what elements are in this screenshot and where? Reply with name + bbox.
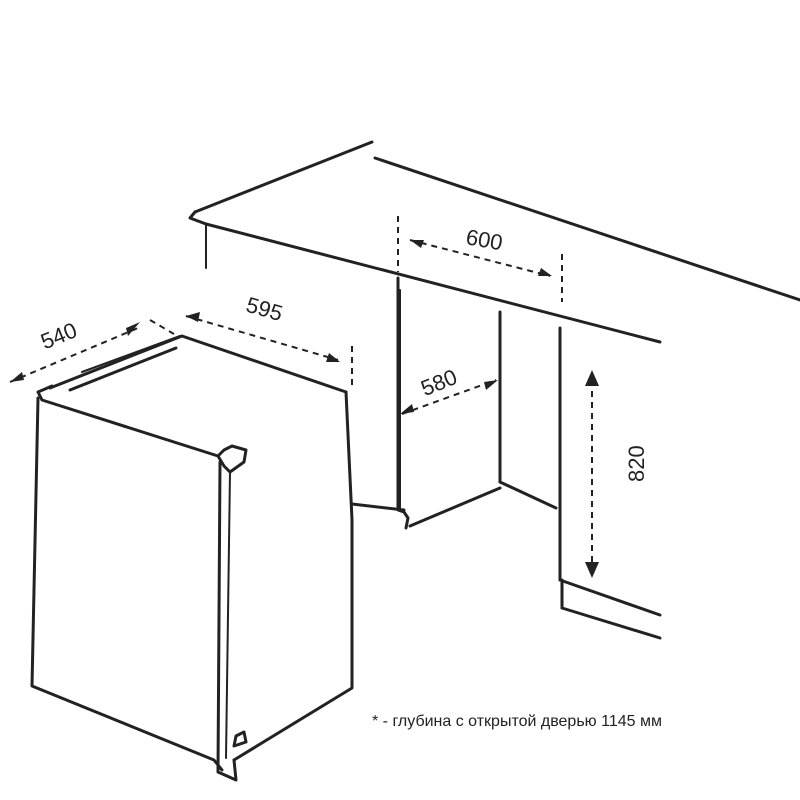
appliance-body (30, 334, 354, 782)
label-820: 820 (624, 445, 649, 482)
footnote-open-door-depth: * - глубина с открытой дверью 1145 мм (372, 713, 662, 730)
label-540: 540 (37, 317, 80, 354)
dimension-820: 820 (585, 370, 649, 578)
label-595: 595 (243, 292, 285, 326)
dimension-600: 600 (397, 216, 563, 302)
countertop (188, 140, 800, 344)
label-600: 600 (464, 224, 505, 255)
dimension-595: 595 (185, 292, 353, 388)
dimension-580: 580 (400, 364, 498, 415)
niche-opening (350, 276, 662, 640)
